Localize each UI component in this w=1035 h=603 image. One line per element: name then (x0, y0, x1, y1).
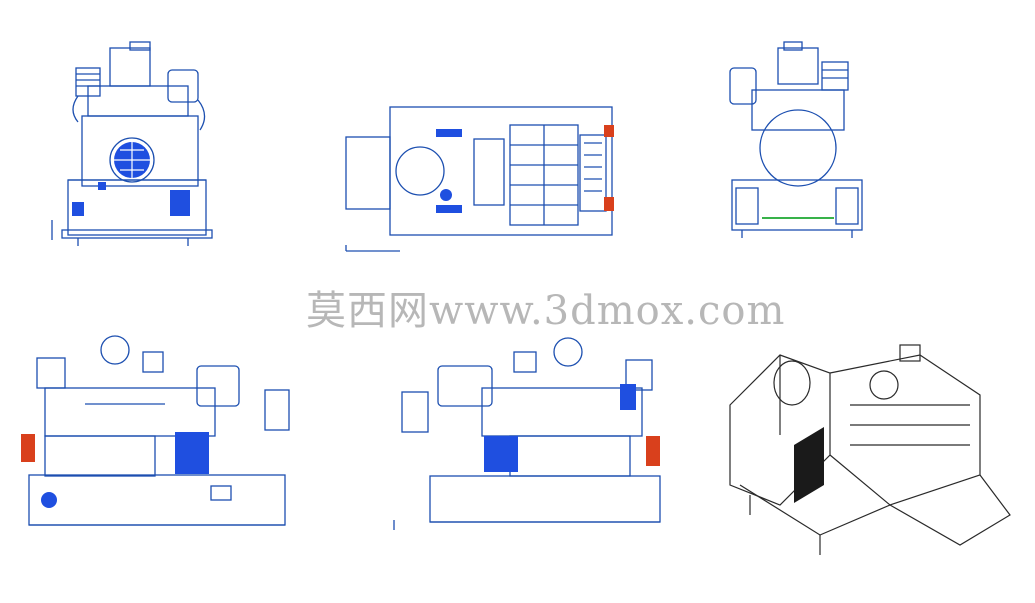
rear-elevation-view (722, 40, 872, 245)
watermark-text: 莫西网www.3dmox.com (306, 288, 786, 334)
isometric-view (720, 335, 1030, 580)
right-side-elevation-view (390, 330, 680, 535)
top-plan-view (340, 95, 630, 255)
front-elevation-view (48, 40, 223, 250)
left-side-elevation-view (15, 330, 305, 535)
